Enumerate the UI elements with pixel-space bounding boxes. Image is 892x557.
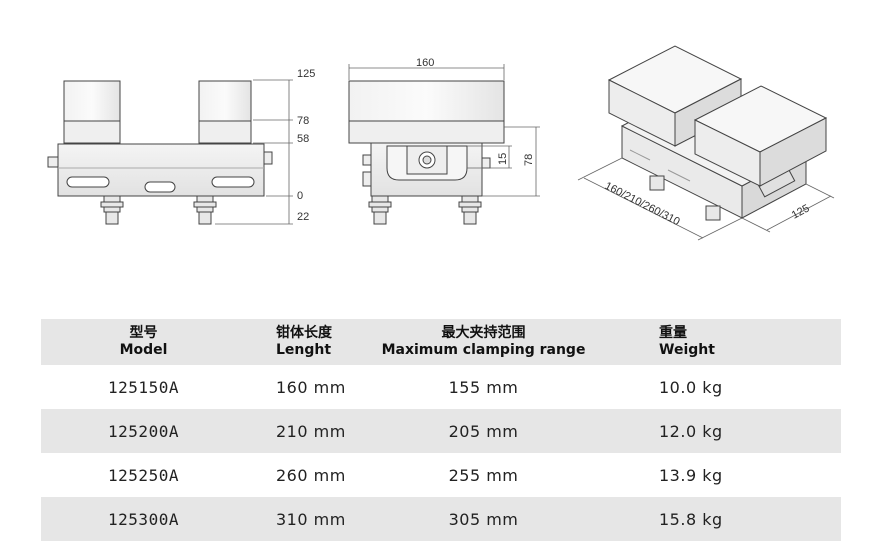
cell-weight: 12.0 kg [591, 409, 841, 453]
technical-drawings: 125 78 58 0 22 1 [47, 45, 835, 241]
header-length-zh: 钳体长度 [276, 325, 332, 341]
header-weight-zh: 重量 [659, 325, 687, 341]
iso-dim-length: 160/210/260/310 [603, 180, 682, 228]
header-range: 最大夹持范围 Maximum clamping range [376, 319, 591, 365]
cell-weight: 13.9 kg [659, 465, 723, 485]
front-right-jaw-lower [198, 120, 252, 144]
iso-dim-125: 125 [790, 202, 812, 221]
cell-range: 155 mm [448, 377, 519, 397]
front-left-pin [100, 195, 124, 225]
header-weight-en: Weight [659, 342, 715, 358]
cell-model: 125200A [41, 409, 246, 453]
cell-length: 310 mm [246, 497, 376, 541]
cell-model: 125150A [108, 377, 179, 397]
cell-weight: 15.8 kg [591, 497, 841, 541]
front-view [47, 80, 273, 225]
cell-weight: 10.0 kg [659, 377, 723, 397]
spec-table: 型号 Model 钳体长度 Lenght 最大夹持范围 Maximum clam… [41, 319, 841, 541]
cell-length: 210 mm [246, 409, 376, 453]
front-right-jaw [198, 80, 252, 122]
front-dim-0: 0 [297, 190, 303, 202]
table-row: 125200A 210 mm 205 mm 12.0 kg [41, 409, 841, 453]
front-dimension-lines [215, 79, 293, 225]
cell-range: 205 mm [376, 409, 591, 453]
iso-dimension-lines [577, 157, 835, 241]
table-row: 125250A 260 mm 255 mm 13.9 kg [41, 453, 841, 497]
front-right-pin [193, 195, 217, 225]
spec-table-header: 型号 Model 钳体长度 Lenght 最大夹持范围 Maximum clam… [41, 319, 841, 365]
header-model-zh: 型号 [129, 325, 158, 341]
front-dim-125: 125 [297, 68, 315, 80]
header-range-en: Maximum clamping range [381, 342, 586, 358]
front-left-jaw [63, 80, 121, 122]
cell-length: 160 mm [276, 377, 346, 397]
side-right-pin [458, 195, 482, 225]
header-weight: 重量 Weight [591, 319, 841, 365]
side-dim-78: 78 [523, 154, 535, 166]
table-row: 125300A 310 mm 305 mm 15.8 kg [41, 497, 841, 541]
side-jaw-block [348, 80, 505, 122]
side-left-pin [368, 195, 392, 225]
header-length: 钳体长度 Lenght [246, 319, 376, 365]
side-dimension-lines [348, 64, 540, 197]
front-left-jaw-lower [63, 120, 121, 144]
side-dim-160: 160 [416, 57, 434, 69]
cell-model: 125300A [41, 497, 246, 541]
header-range-zh: 最大夹持范围 [441, 325, 526, 341]
cell-length: 260 mm [276, 465, 346, 485]
side-dim-15: 15 [497, 153, 509, 165]
iso-view [607, 45, 828, 221]
table-row: 125150A 160 mm 155 mm 10.0 kg [41, 365, 841, 409]
front-dim-58: 58 [297, 133, 309, 145]
front-dim-78: 78 [297, 115, 309, 127]
header-model-en: Model [119, 342, 168, 358]
cell-model: 125250A [108, 465, 179, 485]
cell-range: 305 mm [376, 497, 591, 541]
header-model: 型号 Model [41, 319, 246, 365]
side-view [348, 80, 505, 225]
header-length-en: Lenght [276, 342, 332, 358]
front-dim-22: 22 [297, 211, 309, 223]
cell-range: 255 mm [448, 465, 519, 485]
